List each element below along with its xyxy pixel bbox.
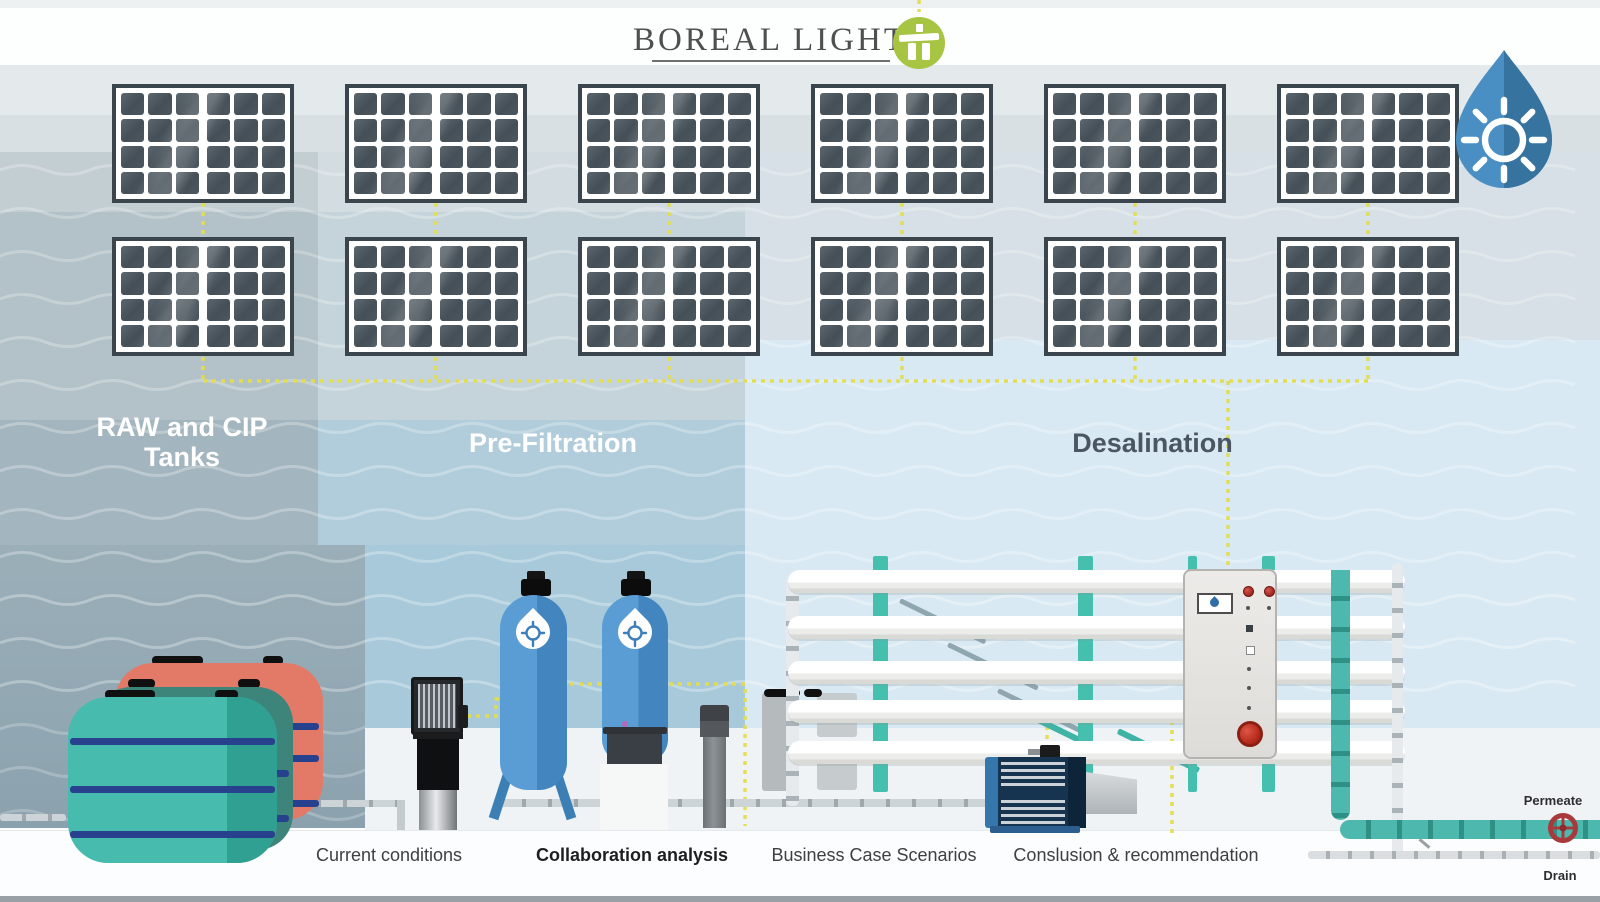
valve-glyph — [520, 620, 546, 648]
vessel-cap — [521, 579, 551, 596]
raw-water-tank — [68, 697, 277, 863]
pump-stack — [417, 739, 459, 790]
bottom-edge-strip — [0, 896, 1600, 902]
high-pressure-pump — [983, 743, 1143, 835]
solar-panel — [1277, 237, 1459, 356]
indicator-dot — [1247, 686, 1251, 690]
solar-panel — [1044, 237, 1226, 356]
nav-item-business-case-scenarios[interactable]: Business Case Scenarios — [771, 845, 977, 865]
nav-item-current-conditions[interactable]: Current conditions — [315, 845, 463, 865]
water-drop-icon — [1208, 596, 1221, 609]
membrane-vessel-row — [788, 616, 1405, 639]
pump-column — [419, 790, 457, 830]
rack-cap — [764, 689, 800, 697]
tank-pipe-riser — [397, 800, 405, 830]
permeate-label: Permeate — [1523, 793, 1583, 808]
zone-label-raw-cip: RAW and CIP Tanks — [22, 412, 342, 472]
solar-panel — [1044, 84, 1226, 203]
nav-item-collaboration-analysis[interactable]: Collaboration analysis — [535, 845, 729, 865]
solar-panel — [578, 84, 760, 203]
tank-cap — [152, 656, 203, 665]
tank-cap — [128, 679, 155, 688]
rack-cap — [804, 689, 822, 697]
permeate-valve-wheel[interactable] — [1544, 810, 1582, 848]
brand-underline — [652, 60, 890, 62]
inukshuk-icon — [893, 17, 945, 69]
tank-cap — [105, 690, 155, 699]
tank-pipe — [295, 800, 405, 807]
solar-panel — [112, 84, 294, 203]
solar-panel — [345, 237, 527, 356]
valve-glyph — [622, 620, 648, 648]
pump-flange — [413, 733, 463, 739]
tank-band — [70, 786, 275, 793]
tank-shade — [227, 697, 277, 863]
solar-panel — [112, 237, 294, 356]
top-edge-strip — [0, 0, 1600, 8]
membrane-vessel-row — [788, 700, 1405, 723]
vessel-cap — [621, 579, 651, 596]
indicator-dot — [1247, 706, 1251, 710]
prefilter-pump-motor — [411, 677, 463, 735]
valve-indicator — [622, 721, 628, 727]
brand-title: BOREAL LIGHT — [633, 22, 907, 58]
vessel-cap — [627, 571, 645, 581]
cartridge-filter-head — [700, 705, 729, 721]
pump-junction-box — [1040, 745, 1060, 759]
indicator-dot — [1247, 667, 1251, 671]
tank-cap — [215, 690, 238, 699]
zone-label-pre-filtration: Pre-Filtration — [468, 428, 637, 458]
tank-band — [70, 738, 275, 745]
cartridge-filter-body — [703, 737, 726, 828]
vessel-pedestal — [600, 764, 668, 830]
solar-panel — [811, 237, 993, 356]
rack-support-slab — [762, 693, 789, 791]
indicator-dot — [1267, 606, 1271, 610]
cartridge-filter-head — [700, 721, 729, 737]
drain-pipe — [1308, 851, 1600, 859]
indicator-led — [1264, 586, 1275, 597]
solar-panel — [578, 237, 760, 356]
header-band — [0, 8, 1600, 65]
solar-panel — [1277, 84, 1459, 203]
membrane-vessel-row — [788, 570, 1405, 593]
water-drop-sun-icon — [1456, 50, 1552, 188]
drain-riser-pipe — [1392, 563, 1403, 855]
drain-label: Drain — [1543, 868, 1577, 883]
pump-rear-block — [1068, 757, 1086, 828]
cabinet-display — [1197, 593, 1233, 614]
cabinet-switch[interactable] — [1246, 625, 1253, 632]
controller-box — [607, 734, 662, 764]
emergency-stop-button[interactable] — [1237, 721, 1263, 747]
indicator-led — [1243, 586, 1254, 597]
zone-label-desalination: Desalination — [1072, 428, 1233, 458]
tank-pipe — [0, 814, 66, 821]
pump-ribs — [1001, 762, 1065, 786]
pump-end-panel — [985, 757, 1000, 828]
tank-band — [70, 831, 275, 838]
nav-item-conclusion-recommendation[interactable]: Conslusion & recommendation — [1013, 845, 1259, 865]
permeate-pipe — [1340, 820, 1600, 839]
controller-lid — [603, 727, 667, 734]
vessel-cap — [527, 571, 545, 581]
tank-cap — [238, 679, 260, 688]
indicator-dot — [1246, 606, 1250, 610]
rack-inlet-pipe — [786, 576, 799, 806]
zone-label-raw-cip-line1: RAW and CIP — [96, 412, 268, 442]
solar-panel — [811, 84, 993, 203]
tank-cap — [263, 656, 283, 665]
pump-ribs — [1001, 800, 1065, 824]
control-cabinet — [1183, 569, 1277, 759]
zone-label-raw-cip-line2: Tanks — [143, 442, 221, 473]
solar-panel — [345, 84, 527, 203]
feed-pipe — [500, 799, 992, 807]
pump-base — [990, 826, 1080, 833]
membrane-vessel-row — [788, 661, 1405, 684]
permeate-riser-pipe — [1331, 570, 1350, 820]
pump-fitting — [1028, 749, 1040, 755]
pump-bracket — [1086, 772, 1137, 814]
cabinet-switch[interactable] — [1246, 646, 1255, 655]
pump-terminal — [458, 705, 468, 728]
